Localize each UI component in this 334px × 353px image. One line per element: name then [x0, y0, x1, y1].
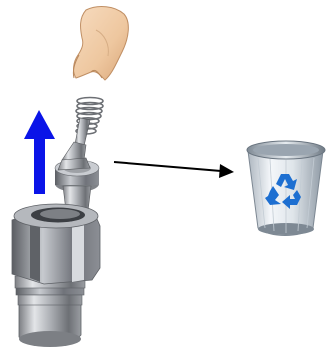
coupling-body-icon — [12, 204, 100, 347]
valve-insert-icon — [55, 98, 103, 216]
arrow-right-icon — [114, 162, 234, 178]
hand-icon — [73, 7, 128, 80]
recycle-bin-icon — [247, 141, 325, 236]
arrow-up-icon — [24, 110, 55, 194]
